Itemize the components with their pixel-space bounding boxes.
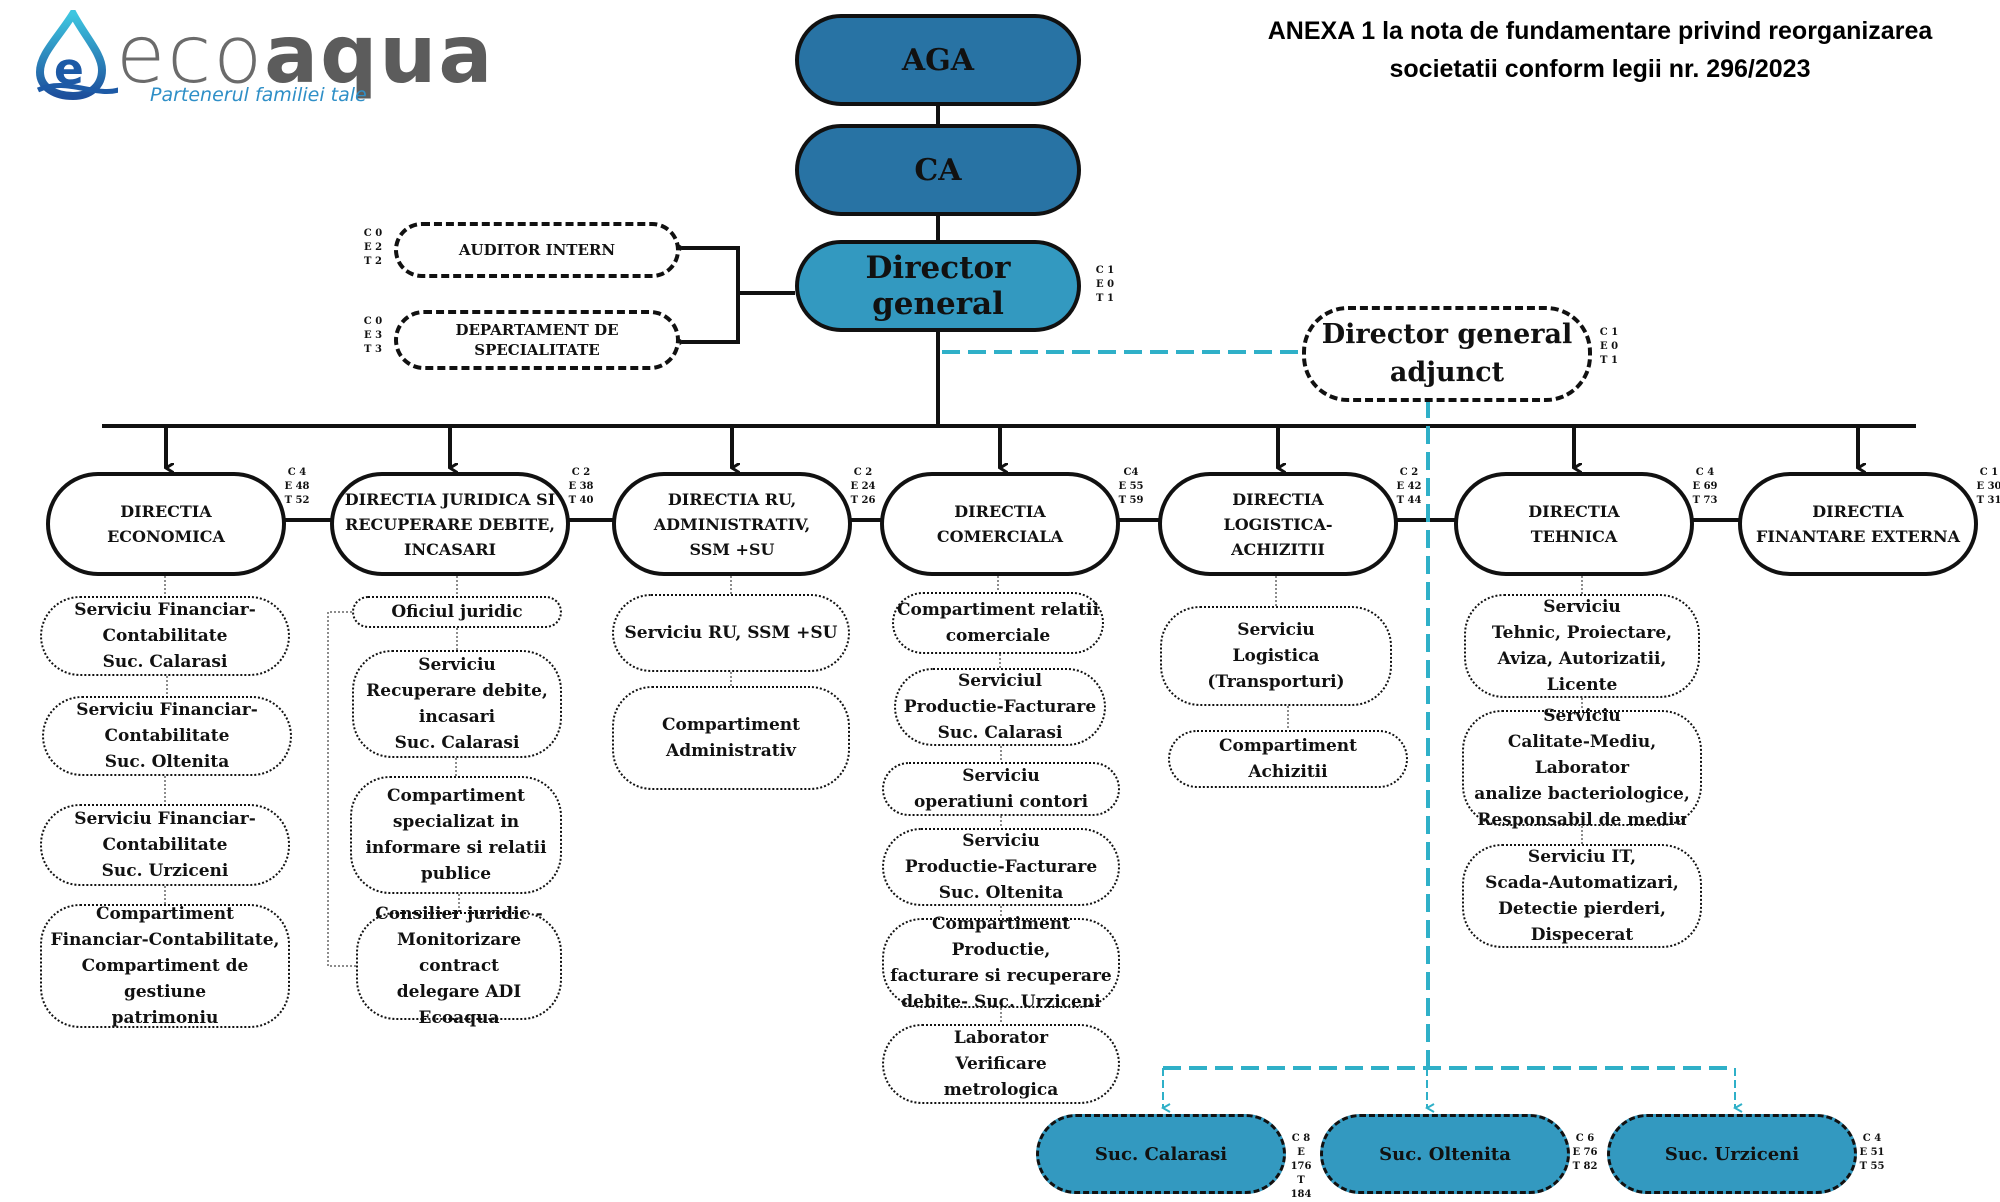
branch-label: Suc. Oltenita — [1379, 1143, 1511, 1165]
unit-label: Serviciu operatiuni contori — [913, 766, 1089, 812]
unit-label: Serviciu Recuperare debite, incasari Suc… — [366, 655, 548, 753]
direction-label: DIRECTIA COMERCIALA — [936, 502, 1064, 546]
director-general-box: Director general — [795, 240, 1081, 332]
direction-label: DIRECTIA FINANTARE EXTERNA — [1755, 502, 1961, 546]
direction-label: DIRECTIA ECONOMICA — [107, 502, 225, 546]
unit-label: Compartiment Administrativ — [661, 715, 801, 761]
logo-wordmark: ecoaqua — [116, 8, 495, 101]
unit-box: Serviciu Financiar- Contabilitate Suc. U… — [40, 804, 290, 886]
title-line-2: societatii conform legii nr. 296/2023 — [1389, 55, 1811, 83]
direction-box: DIRECTIA COMERCIALA — [880, 472, 1120, 576]
departament-specialitate-box: DEPARTAMENT DE SPECIALITATE — [394, 310, 680, 370]
aga-box: AGA — [795, 14, 1081, 106]
line-to-auditor — [682, 248, 740, 293]
unit-label: Serviciu Productie-Facturare Suc. Olteni… — [904, 831, 1098, 903]
unit-box: Compartiment specializat in informare si… — [350, 776, 562, 894]
direction-box: DIRECTIA RU, ADMINISTRATIV, SSM +SU — [612, 472, 852, 576]
unit-box: Serviciu Productie-Facturare Suc. Olteni… — [882, 828, 1120, 906]
unit-label: Compartiment Financiar-Contabilitate, Co… — [50, 904, 280, 1028]
unit-box: Compartiment relatii comerciale — [892, 592, 1104, 654]
direction-box: DIRECTIA TEHNICA — [1454, 472, 1694, 576]
unit-label: Serviciul Productie-Facturare Suc. Calar… — [903, 671, 1097, 743]
unit-label: Serviciu Financiar- Contabilitate Suc. O… — [76, 700, 258, 772]
branch-box: Suc. Urziceni — [1607, 1114, 1857, 1194]
unit-label: Serviciu Financiar- Contabilitate Suc. U… — [74, 809, 256, 881]
unit-box: Laborator Verificare metrologica — [882, 1024, 1120, 1104]
unit-label: Serviciu RU, SSM +SU — [624, 623, 838, 643]
water-drop-e-icon: e — [35, 10, 118, 100]
unit-box: Serviciu Tehnic, Proiectare, Aviza, Auto… — [1464, 594, 1700, 698]
unit-box: Oficiul juridic — [352, 596, 562, 628]
unit-label: Serviciu Calitate-Mediu, Laborator anali… — [1474, 706, 1690, 830]
branch-label: Suc. Urziceni — [1664, 1143, 1800, 1165]
unit-box: Serviciu Financiar- Contabilitate Suc. O… — [42, 696, 292, 776]
unit-label: Oficiul juridic — [391, 602, 523, 622]
unit-box: Serviciu Logistica (Transporturi) — [1160, 606, 1392, 706]
unit-box: Compartiment Achizitii — [1168, 730, 1408, 788]
ca-box: CA — [795, 124, 1081, 216]
direction-box: DIRECTIA JURIDICA SI RECUPERARE DEBITE, … — [330, 472, 570, 576]
director-general-adjunct-box: Director general adjunct — [1302, 306, 1592, 402]
line-to-departament — [682, 293, 740, 342]
direction-box: DIRECTIA FINANTARE EXTERNA — [1738, 472, 1978, 576]
unit-box: Compartiment Administrativ — [612, 686, 850, 790]
juridic-bracket-line — [327, 611, 356, 967]
unit-label: Serviciu Tehnic, Proiectare, Aviza, Auto… — [1491, 597, 1673, 695]
unit-label: Serviciu Financiar- Contabilitate Suc. C… — [74, 600, 256, 672]
unit-label: Compartiment Productie, facturare si rec… — [890, 914, 1112, 1012]
branch-box: Suc. Oltenita — [1320, 1114, 1570, 1194]
ecoaqua-logo: e ecoaqua Partenerul familiei tale — [28, 10, 548, 110]
unit-box: Serviciu Recuperare debite, incasari Suc… — [352, 650, 562, 758]
unit-label: Laborator Verificare metrologica — [943, 1028, 1059, 1100]
unit-box: Compartiment Productie, facturare si rec… — [882, 914, 1120, 1012]
title-line-1: ANEXA 1 la nota de fundamentare privind … — [1267, 17, 1933, 45]
logo-tagline: Partenerul familiei tale — [150, 84, 367, 106]
unit-box: Consilier juridic - Monitorizare contrac… — [356, 904, 562, 1028]
unit-label: Serviciu IT, Scada-Automatizari, Detecti… — [1485, 847, 1679, 945]
document-title: ANEXA 1 la nota de fundamentare privind … — [1200, 12, 2000, 88]
unit-label: Compartiment Achizitii — [1218, 736, 1358, 782]
direction-label: DIRECTIA JURIDICA SI RECUPERARE DEBITE, … — [344, 489, 556, 559]
unit-box: Serviciu operatiuni contori — [882, 762, 1120, 816]
unit-label: Serviciu Logistica (Transporturi) — [1207, 620, 1345, 692]
unit-label: Compartiment specializat in informare si… — [365, 786, 547, 884]
auditor-intern-box: AUDITOR INTERN — [394, 222, 680, 278]
unit-box: Serviciul Productie-Facturare Suc. Calar… — [894, 668, 1106, 746]
branch-box: Suc. Calarasi — [1036, 1114, 1286, 1194]
branch-label: Suc. Calarasi — [1094, 1143, 1228, 1165]
unit-box: Serviciu Calitate-Mediu, Laborator anali… — [1462, 706, 1702, 830]
unit-label: Compartiment relatii comerciale — [897, 600, 1099, 646]
unit-box: Compartiment Financiar-Contabilitate, Co… — [40, 904, 290, 1028]
unit-box: Serviciu Financiar- Contabilitate Suc. C… — [40, 596, 290, 676]
unit-box: Serviciu RU, SSM +SU — [612, 594, 850, 672]
unit-box: Serviciu IT, Scada-Automatizari, Detecti… — [1462, 844, 1702, 948]
direction-box: DIRECTIA ECONOMICA — [46, 472, 286, 576]
direction-label: DIRECTIA RU, ADMINISTRATIV, SSM +SU — [653, 489, 811, 559]
unit-label: Consilier juridic - Monitorizare contrac… — [375, 904, 543, 1028]
direction-box: DIRECTIA LOGISTICA- ACHIZITII — [1158, 472, 1398, 576]
direction-label: DIRECTIA TEHNICA — [1528, 502, 1620, 546]
direction-label: DIRECTIA LOGISTICA- ACHIZITII — [1223, 489, 1333, 559]
